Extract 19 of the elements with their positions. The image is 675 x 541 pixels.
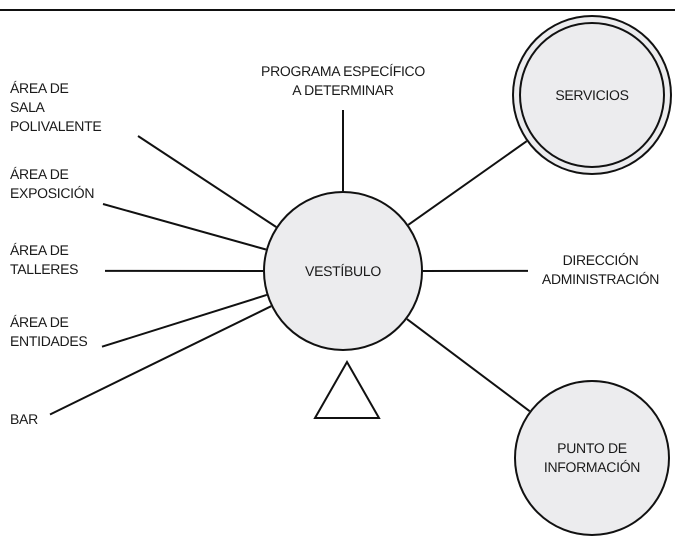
area-label: ÁREA DE SALA POLIVALENTE [10,78,102,136]
area-label: ÁREA DE EXPOSICIÓN [10,165,96,203]
connector-line [342,110,344,191]
connector-line [50,305,272,416]
connector-line [406,318,530,412]
circle-label: PUNTO DE INFORMACIÓN [542,439,642,477]
circle-label: SERVICIOS [555,86,629,104]
connector-line [423,270,528,272]
area-label: DIRECCIÓN ADMINISTRACIÓN [540,251,660,289]
area-label: BAR [10,410,38,428]
connector-line [102,294,267,348]
circle-label: VESTÍBULO [305,262,381,280]
connector-line [408,140,528,226]
connector-line [102,203,266,250]
area-label: PROGRAMA ESPECÍFICO A DETERMINAR [260,62,426,100]
area-label: ÁREA DE ENTIDADES [10,313,88,351]
connector-line [105,270,263,272]
area-label: ÁREA DE TALLERES [10,241,80,279]
connector-line [137,135,277,228]
